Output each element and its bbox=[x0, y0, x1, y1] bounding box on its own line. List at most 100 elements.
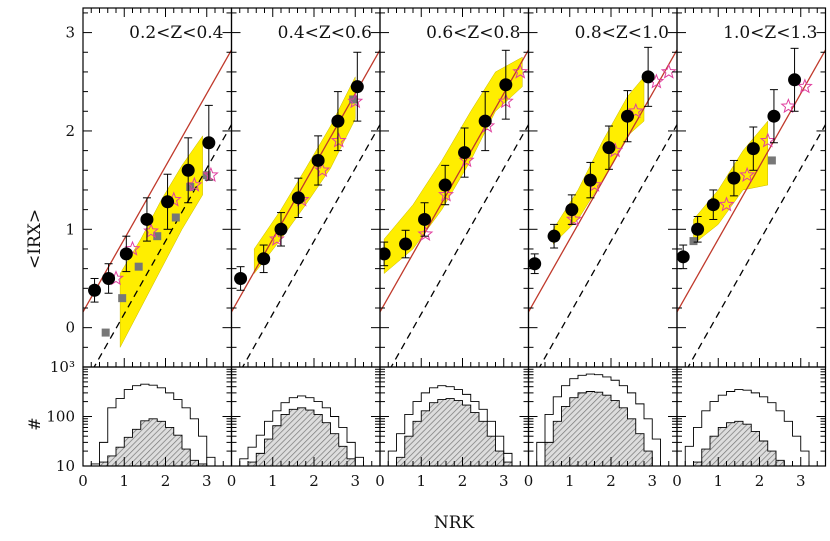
data-point bbox=[331, 114, 345, 128]
x-tick-label: 3 bbox=[499, 472, 509, 490]
panel-plot-area bbox=[380, 48, 529, 367]
data-point bbox=[528, 257, 542, 271]
data-point bbox=[677, 250, 690, 264]
x-tick-label: 0 bbox=[78, 472, 88, 490]
histogram-area bbox=[387, 385, 513, 466]
panel-redshift-label: 1.0<Z<1.3 bbox=[723, 23, 817, 43]
star-marker bbox=[186, 176, 203, 192]
data-point bbox=[458, 146, 472, 160]
confidence-band bbox=[553, 76, 645, 245]
data-point bbox=[181, 163, 195, 177]
x-tick-label: 3 bbox=[350, 472, 360, 490]
panel-frame bbox=[82, 7, 233, 368]
data-point bbox=[621, 109, 634, 123]
y-tick-label: 1 bbox=[65, 220, 75, 238]
histogram-all bbox=[387, 385, 513, 466]
star-marker bbox=[268, 230, 285, 246]
star-marker bbox=[796, 78, 813, 94]
data-point bbox=[202, 136, 216, 150]
histogram-subsample bbox=[99, 418, 208, 466]
x-tick-label: 2 bbox=[161, 472, 171, 490]
star-marker bbox=[759, 132, 776, 148]
data-point bbox=[788, 73, 802, 87]
star-marker bbox=[627, 102, 644, 119]
reference-dashed-line bbox=[390, 123, 529, 367]
x-tick-label: 3 bbox=[202, 472, 212, 490]
star-marker bbox=[314, 161, 331, 178]
star-marker bbox=[565, 211, 582, 227]
star-marker bbox=[347, 92, 364, 109]
x-tick-label: 0 bbox=[227, 472, 237, 490]
star-marker bbox=[660, 63, 677, 79]
x-tick-label: 0 bbox=[524, 472, 534, 490]
x-tick-label: 2 bbox=[606, 472, 616, 490]
data-point bbox=[438, 178, 452, 192]
histogram-all bbox=[536, 373, 661, 466]
fit-line bbox=[231, 48, 380, 314]
panel-plot-area bbox=[231, 48, 380, 367]
data-point bbox=[641, 70, 655, 84]
histogram-subsample bbox=[544, 391, 653, 466]
x-tick-label: 3 bbox=[647, 472, 657, 490]
reference-dashed-line bbox=[687, 123, 826, 367]
square-marker bbox=[153, 232, 162, 241]
y-tick-label: 0 bbox=[65, 319, 75, 337]
data-point bbox=[706, 198, 720, 212]
data-point bbox=[161, 195, 175, 209]
data-point bbox=[257, 252, 271, 266]
data-point bbox=[767, 109, 781, 123]
star-marker bbox=[512, 63, 529, 79]
x-tick-label: 2 bbox=[458, 472, 468, 490]
reference-dashed-line bbox=[538, 123, 677, 367]
data-point bbox=[565, 203, 579, 217]
star-marker bbox=[330, 132, 347, 148]
x-tick-label: 3 bbox=[796, 472, 806, 490]
data-point bbox=[418, 212, 432, 226]
data-point bbox=[291, 191, 305, 205]
square-marker bbox=[186, 183, 195, 192]
x-tick-label: 0 bbox=[672, 472, 682, 490]
data-point bbox=[746, 142, 760, 156]
data-point bbox=[311, 153, 325, 167]
square-marker bbox=[101, 328, 110, 337]
star-marker bbox=[143, 222, 160, 239]
data-point bbox=[234, 271, 248, 285]
panel-plot-area bbox=[83, 48, 232, 367]
panel-plot-area bbox=[677, 47, 826, 367]
x-tick-label: 2 bbox=[309, 472, 319, 490]
data-point bbox=[478, 114, 492, 128]
star-marker bbox=[780, 98, 797, 114]
confidence-band bbox=[119, 135, 203, 348]
data-point bbox=[547, 229, 561, 243]
y-tick-label: 3 bbox=[65, 24, 75, 42]
panel-plot-area bbox=[528, 46, 677, 367]
data-point bbox=[119, 247, 133, 261]
panel-redshift-label: 0.8<Z<1.0 bbox=[575, 23, 669, 43]
square-marker bbox=[767, 156, 776, 165]
data-point bbox=[102, 271, 116, 285]
x-tick-label: 1 bbox=[119, 472, 129, 490]
x-tick-label: 2 bbox=[755, 472, 765, 490]
star-marker bbox=[437, 186, 455, 202]
histogram-area bbox=[536, 373, 661, 466]
histogram-area bbox=[239, 395, 364, 466]
histogram-all bbox=[239, 395, 364, 466]
histogram-area bbox=[684, 389, 810, 466]
hist-tick-label: 10 bbox=[56, 457, 75, 475]
data-point bbox=[602, 141, 616, 155]
data-point bbox=[350, 80, 364, 94]
histogram-axis-label: # bbox=[25, 417, 44, 430]
histogram-subsample bbox=[247, 407, 356, 466]
data-point bbox=[691, 222, 705, 236]
reference-dashed-line bbox=[241, 123, 380, 367]
histogram-all bbox=[684, 389, 810, 466]
fit-line bbox=[528, 48, 677, 314]
data-point bbox=[499, 78, 513, 92]
